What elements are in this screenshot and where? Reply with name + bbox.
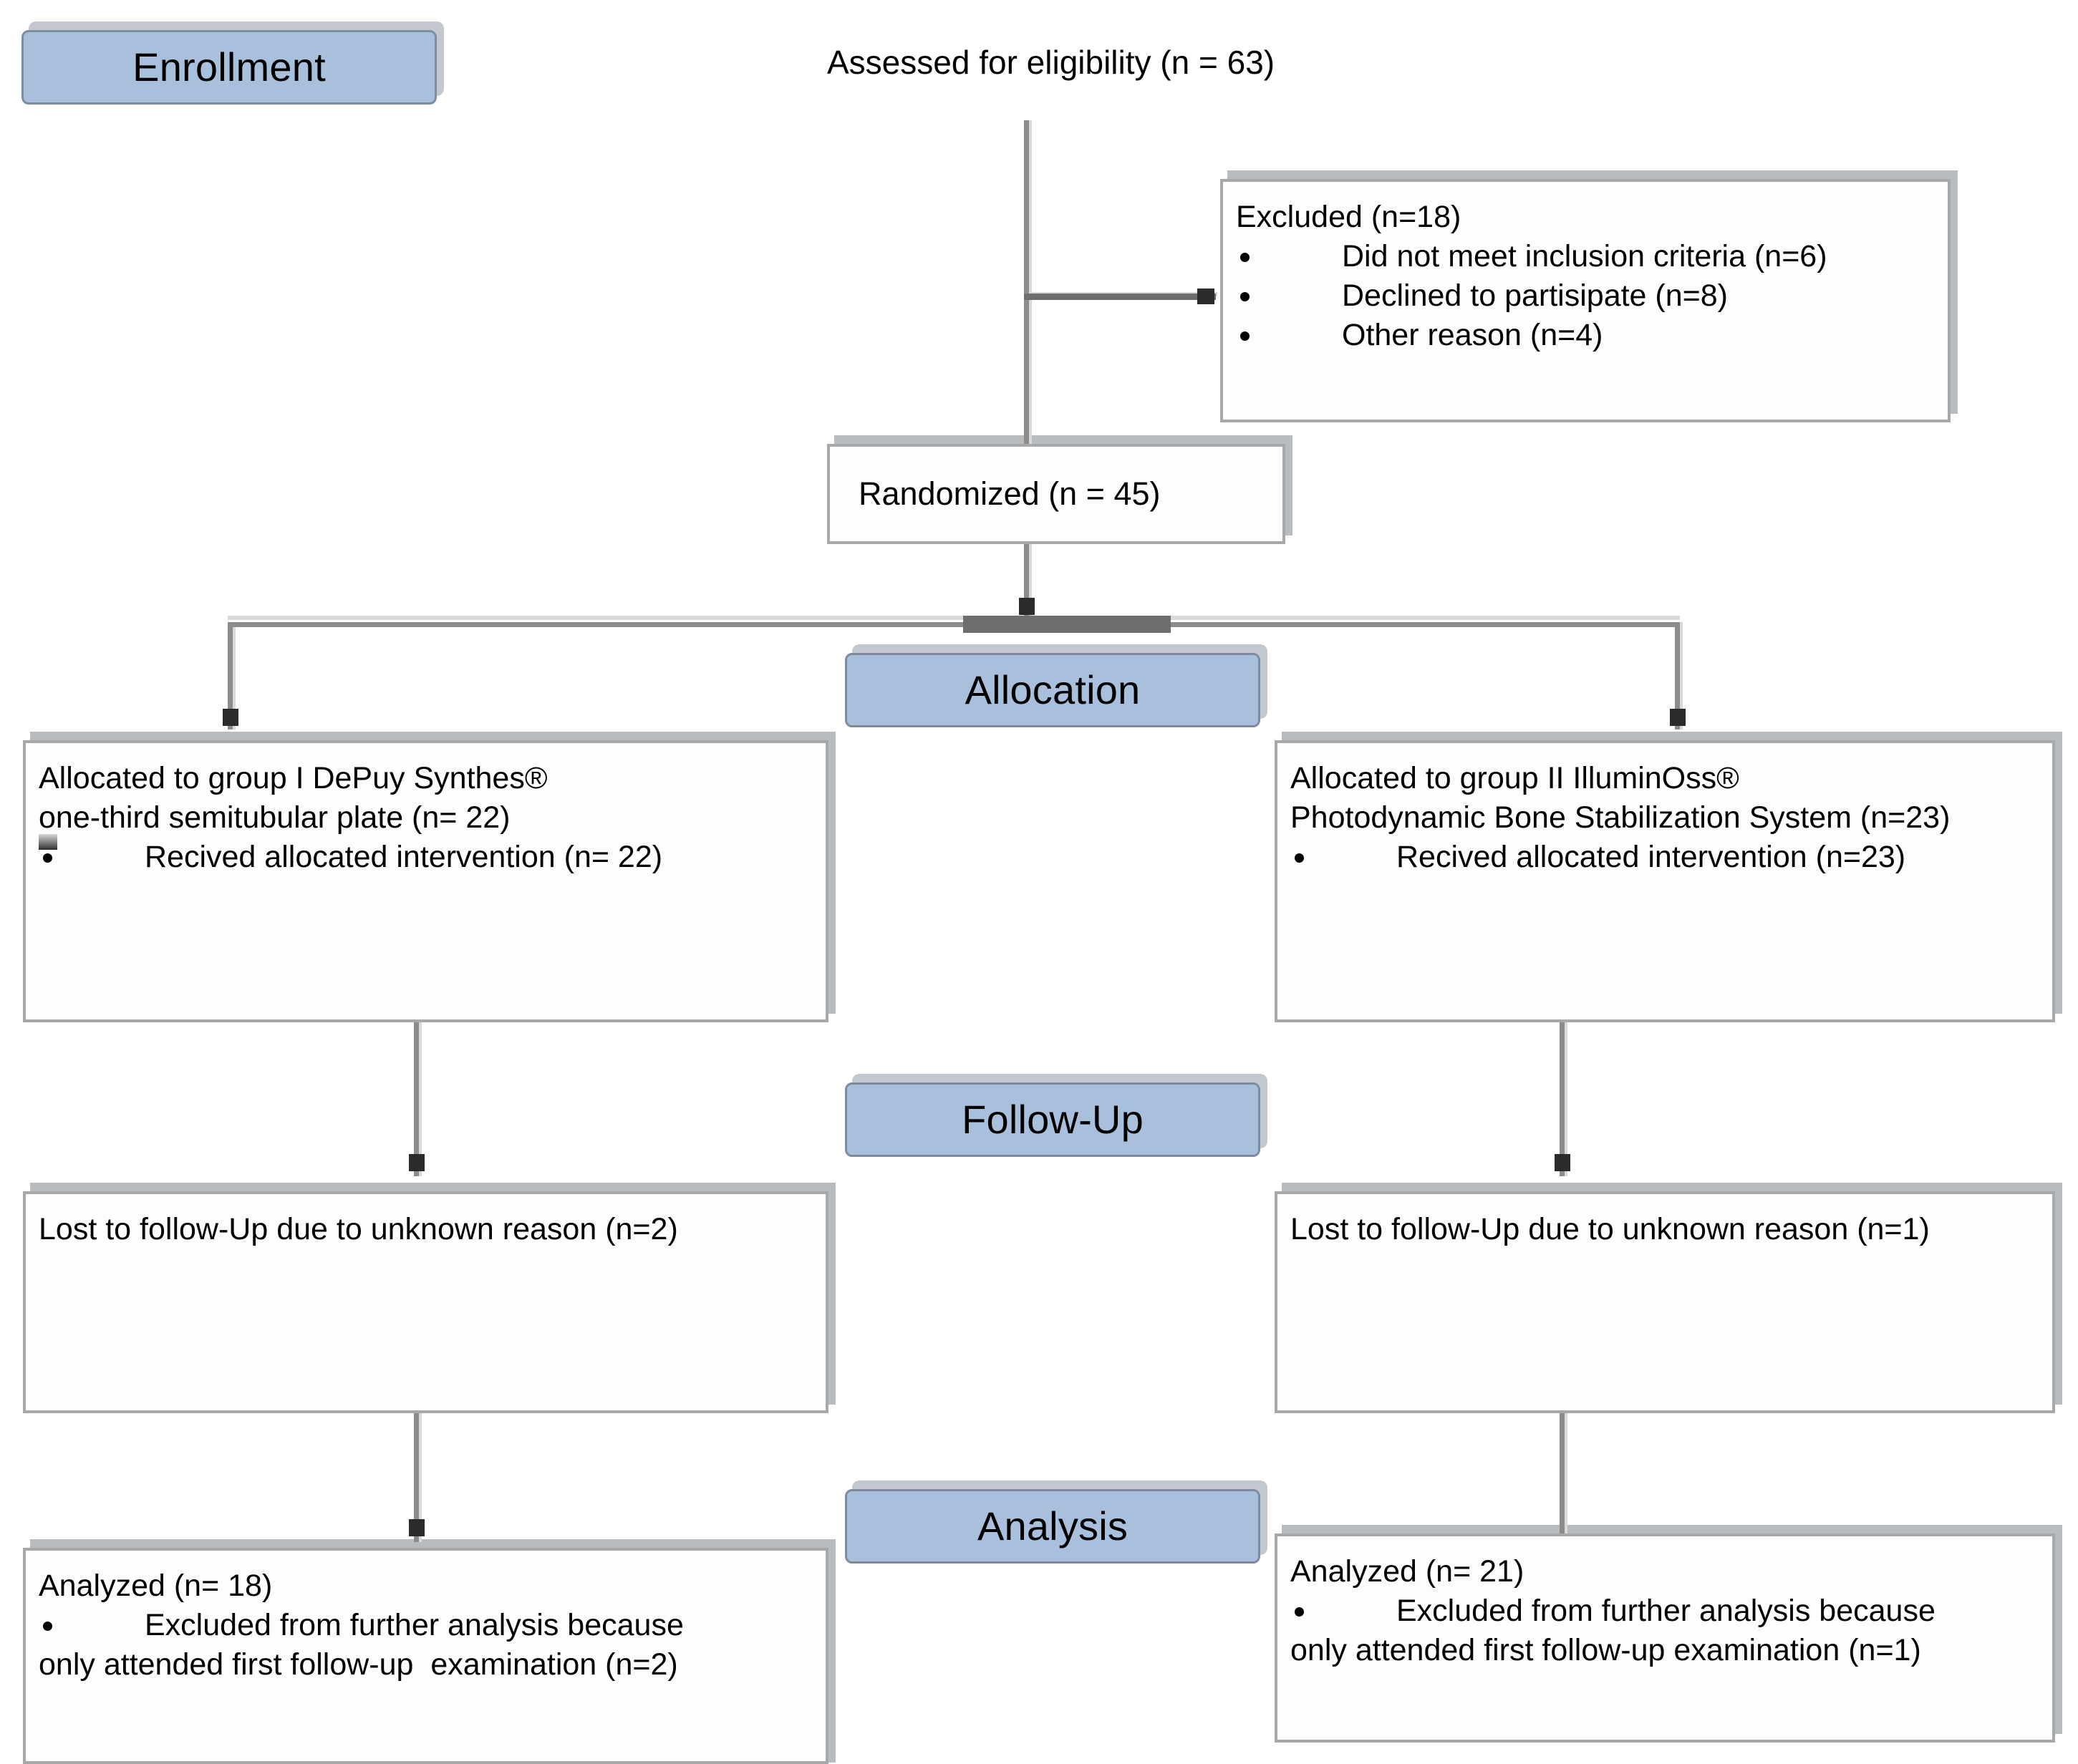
- arrowhead-right-followup: [1555, 1154, 1570, 1171]
- arrowhead-left-allocation: [223, 709, 238, 726]
- connector-assessed-stem: [1024, 120, 1029, 446]
- left-analysis-bullet-text: Excluded from further analysis because: [145, 1608, 684, 1643]
- right-followup-content: Lost to follow-Up due to unknown reason …: [1277, 1194, 2052, 1256]
- randomized-box[interactable]: Randomized (n = 45): [827, 444, 1285, 544]
- left-analysis-bullet: Excluded from further analysis because: [39, 1606, 813, 1645]
- right-analysis-bullet-text: Excluded from further analysis because: [1396, 1594, 1936, 1629]
- left-analysis-bullet-cont: only attended first follow-up examinatio…: [39, 1647, 678, 1682]
- bullet-icon: [1295, 853, 1304, 863]
- excluded-reason-2: Declined to partisipate (n=8): [1236, 276, 1935, 316]
- left-analysis-heading: Analyzed (n= 18): [39, 1569, 273, 1603]
- connector-randomized-stem: [1024, 544, 1029, 623]
- connector-excluded-branch: [1024, 294, 1216, 300]
- excluded-box-content: Excluded (n=18) Did not meet inclusion c…: [1223, 182, 1948, 362]
- arrowhead-to-split: [1019, 598, 1035, 615]
- connector-right-followup: [1560, 1022, 1565, 1176]
- connector-right-followup-highlight: [1564, 1022, 1567, 1176]
- left-allocation-line2: one-third semitubular plate (n= 22): [39, 800, 511, 835]
- bullet-icon: [1240, 292, 1250, 302]
- right-analysis-heading: Analyzed (n= 21): [1290, 1554, 1524, 1589]
- left-followup-content: Lost to follow-Up due to unknown reason …: [26, 1194, 826, 1256]
- right-analysis-bullet-cont: only attended first follow-up examinatio…: [1290, 1633, 1921, 1668]
- excluded-reason-1: Did not meet inclusion criteria (n=6): [1236, 237, 1935, 276]
- right-allocation-bullet-1: Recived allocated intervention (n=23): [1290, 838, 2039, 877]
- stage-banner-analysis[interactable]: Analysis: [845, 1489, 1260, 1564]
- split-bar-highlight: [228, 616, 1680, 620]
- excluded-reason-2-text: Declined to partisipate (n=8): [1342, 278, 1728, 314]
- left-allocation-bullet-1: Recived allocated intervention (n= 22): [39, 833, 813, 877]
- excluded-reason-1-text: Did not meet inclusion criteria (n=6): [1342, 239, 1827, 274]
- left-analysis-box[interactable]: Analyzed (n= 18) Excluded from further a…: [23, 1548, 828, 1764]
- excluded-box[interactable]: Excluded (n=18) Did not meet inclusion c…: [1220, 179, 1951, 422]
- randomized-text: Randomized (n = 45): [859, 475, 1161, 512]
- bullet-icon: [43, 853, 52, 863]
- stage-label-analysis: Analysis: [977, 1503, 1129, 1549]
- left-followup-box[interactable]: Lost to follow-Up due to unknown reason …: [23, 1191, 828, 1413]
- left-allocation-bullet-1-text: Recived allocated intervention (n= 22): [145, 840, 663, 875]
- right-allocation-box[interactable]: Allocated to group II IlluminOss® Photod…: [1275, 740, 2055, 1022]
- left-followup-line1: Lost to follow-Up due to unknown reason …: [39, 1212, 678, 1246]
- connector-left-analysis-highlight: [418, 1413, 422, 1542]
- arrowhead-to-excluded: [1197, 289, 1214, 304]
- split-tee-node: [963, 616, 1171, 633]
- bullet-icon: [1240, 253, 1250, 263]
- stage-banner-followup[interactable]: Follow-Up: [845, 1082, 1260, 1157]
- right-allocation-content: Allocated to group II IlluminOss® Photod…: [1277, 743, 2052, 884]
- right-allocation-bullet-1-text: Recived allocated intervention (n=23): [1396, 840, 1906, 875]
- right-allocation-line1: Allocated to group II IlluminOss®: [1290, 761, 1739, 795]
- connector-left-alloc: [228, 622, 233, 730]
- connector-right-analysis-highlight: [1564, 1413, 1567, 1535]
- left-analysis-content: Analyzed (n= 18) Excluded from further a…: [26, 1551, 826, 1692]
- bullet-icon: [1240, 331, 1250, 341]
- connector-right-analysis: [1560, 1413, 1565, 1535]
- right-analysis-box[interactable]: Analyzed (n= 21) Excluded from further a…: [1275, 1533, 2055, 1743]
- arrowhead-left-analysis: [409, 1519, 425, 1536]
- connector-left-analysis: [414, 1413, 419, 1542]
- left-allocation-line1: Allocated to group I DePuy Synthes®: [39, 761, 548, 795]
- right-analysis-content: Analyzed (n= 21) Excluded from further a…: [1277, 1536, 2052, 1677]
- arrowhead-right-allocation: [1670, 709, 1686, 726]
- bullet-icon: [43, 1622, 52, 1632]
- excluded-heading: Excluded (n=18): [1236, 200, 1461, 234]
- stage-label-followup: Follow-Up: [962, 1097, 1144, 1142]
- left-allocation-box[interactable]: Allocated to group I DePuy Synthes® one-…: [23, 740, 828, 1022]
- right-followup-line1: Lost to follow-Up due to unknown reason …: [1290, 1212, 1930, 1246]
- connector-right-alloc: [1675, 622, 1680, 730]
- connector-left-followup: [414, 1022, 419, 1176]
- excluded-reason-3: Other reason (n=4): [1236, 316, 1935, 355]
- arrowhead-left-followup: [409, 1154, 425, 1171]
- connector-randomized-stem-highlight: [1028, 544, 1032, 623]
- stage-label-allocation: Allocation: [965, 667, 1141, 712]
- stage-banner-enrollment[interactable]: Enrollment: [21, 30, 437, 105]
- smudge-artifact-icon: [39, 833, 57, 850]
- split-bar: [228, 622, 1680, 627]
- stage-label-enrollment: Enrollment: [132, 44, 326, 89]
- connector-assessed-stem-highlight: [1028, 120, 1032, 446]
- right-followup-box[interactable]: Lost to follow-Up due to unknown reason …: [1275, 1191, 2055, 1413]
- assessed-for-eligibility-text: Assessed for eligibility (n = 63): [827, 44, 1275, 81]
- right-allocation-line2: Photodynamic Bone Stabilization System (…: [1290, 800, 1951, 835]
- left-allocation-content: Allocated to group I DePuy Synthes® one-…: [26, 743, 826, 884]
- right-analysis-bullet: Excluded from further analysis because: [1290, 1591, 2039, 1631]
- connector-right-alloc-highlight: [1679, 622, 1683, 730]
- connector-left-followup-highlight: [418, 1022, 422, 1176]
- connector-left-alloc-highlight: [232, 622, 236, 730]
- excluded-reason-3-text: Other reason (n=4): [1342, 318, 1603, 353]
- bullet-icon: [1295, 1607, 1304, 1617]
- stage-banner-allocation[interactable]: Allocation: [845, 653, 1260, 727]
